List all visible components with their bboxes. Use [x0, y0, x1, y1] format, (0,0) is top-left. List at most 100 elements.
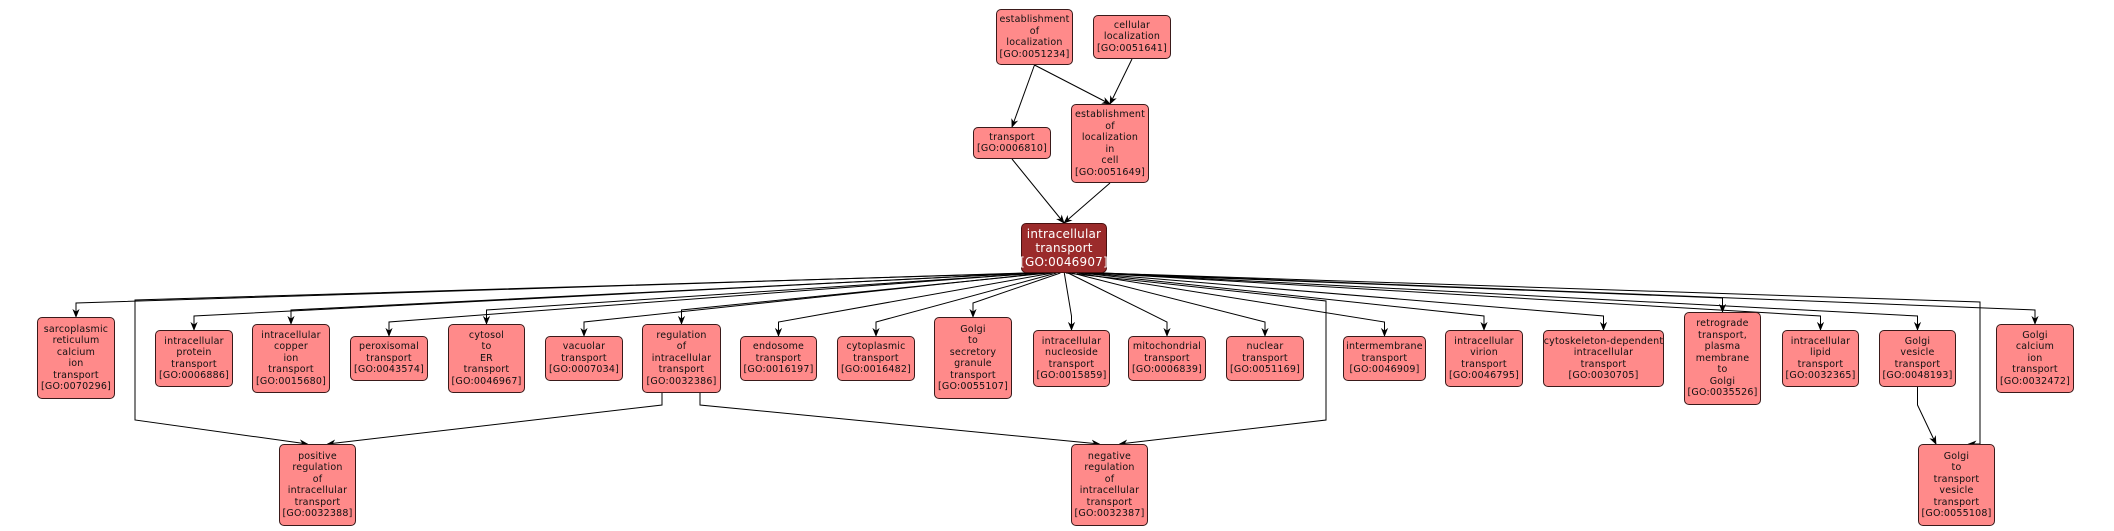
is-a-edge: [1011, 158, 1065, 224]
go-term-label-line: transport: [294, 496, 341, 508]
go-term-label-line: Golgi: [1904, 335, 1931, 347]
is-a-edge: [72, 272, 1025, 318]
go-term-id: [GO:0051169]: [1230, 364, 1300, 376]
go-term-id: [GO:0055107]: [938, 381, 1008, 392]
go-term-label-line: transport: [950, 369, 996, 381]
go-term-label-line: establishment: [1074, 109, 1146, 120]
is-a-edge: [1109, 58, 1133, 105]
go-term-id: [GO:0007034]: [549, 364, 619, 376]
go-term-label-line: to: [481, 341, 492, 353]
go-term-id: [GO:0046909]: [1349, 364, 1420, 376]
go-term-label-line: transport: [1086, 496, 1133, 508]
go-term-label-line: peroxisomal: [358, 341, 420, 353]
go-term-label-line: intracellular: [651, 352, 712, 364]
go-term-label-line: of: [312, 473, 323, 485]
go-term-id: [GO:0030705]: [1568, 370, 1639, 381]
go-term-label-line: nucleoside: [1044, 347, 1099, 358]
go-term-label-line: plasma: [1704, 341, 1741, 353]
go-term-label-line: to: [1951, 462, 1962, 473]
go-term-label-line: intracellular: [1573, 347, 1634, 358]
go-term-label-line: localization: [1103, 31, 1161, 43]
go-term-label-line: sarcoplasmic: [43, 323, 109, 335]
go-term-label-line: cell: [1101, 155, 1119, 166]
go-term-label-line: secretory: [949, 346, 997, 358]
go-term-label-line: transport: [755, 352, 802, 364]
go-term-id: [GO:0051234]: [999, 48, 1070, 60]
is-a-edge: [969, 272, 1061, 318]
go-term-id: [GO:0032365]: [1785, 370, 1856, 381]
go-term-label-line: lipid: [1810, 347, 1831, 358]
go-term-id: [GO:0043574]: [354, 364, 424, 376]
go-term-label-line: intracellular: [1790, 335, 1851, 347]
is-a-edge: [774, 272, 1053, 337]
go-term-label-line: regulation: [656, 329, 707, 341]
go-term-label-line: membrane: [1695, 352, 1750, 364]
go-term-label-line: transport: [561, 352, 607, 364]
go-term-id: [GO:0070296]: [41, 381, 111, 392]
go-term-label-line: retrograde: [1696, 318, 1749, 330]
is-a-edge: [1094, 272, 1825, 331]
is-a-edge: [482, 272, 1041, 325]
go-term-label-line: cytoplasmic: [846, 341, 906, 353]
is-a-edge: [1011, 64, 1035, 128]
go-term-id: [GO:0046795]: [1449, 370, 1519, 381]
is-a-edge: [1080, 272, 1488, 331]
go-term-id: [GO:0016482]: [841, 364, 911, 376]
go-term-label-line: cellular: [1113, 19, 1151, 31]
go-term-label-line: transport: [1242, 352, 1288, 364]
is-a-edge: [1067, 272, 1171, 337]
go-term-label-line: transport: [366, 352, 412, 364]
go-term-label-line: Golgi: [960, 323, 986, 335]
go-term-id: [GO:0015680]: [256, 375, 326, 387]
go-term-label-line: transport,: [1698, 329, 1747, 341]
go-term-label-line: intracellular: [287, 485, 348, 496]
go-term-label-line: transport: [1933, 473, 1980, 485]
go-term-label-line: Golgi: [1943, 450, 1970, 462]
go-term-label-line: positive: [298, 450, 337, 462]
go-term-label-line: ion: [283, 352, 299, 364]
is-a-edge: [1098, 272, 1922, 331]
go-term-label-line: transport: [853, 352, 899, 364]
is-a-edge: [1063, 182, 1111, 224]
go-term-label-line: establishment: [999, 14, 1070, 25]
go-term-label-line: protein: [176, 347, 212, 358]
go-term-label-line: regulation: [292, 462, 343, 473]
go-term-label-line: copper: [273, 341, 309, 353]
go-term-label-line: transport: [2012, 364, 2058, 376]
go-term-label-line: nuclear: [1246, 341, 1284, 353]
go-term-label-line: intracellular: [261, 329, 321, 341]
go-term-label-line: localization: [1081, 132, 1139, 143]
go-term-id: [GO:0032387]: [1074, 508, 1145, 519]
go-term-id: [GO:0016197]: [743, 364, 814, 376]
go-term-node[interactable]: transport[GO:0006810]: [973, 127, 1051, 159]
go-term-label-line: calcium: [56, 346, 96, 358]
